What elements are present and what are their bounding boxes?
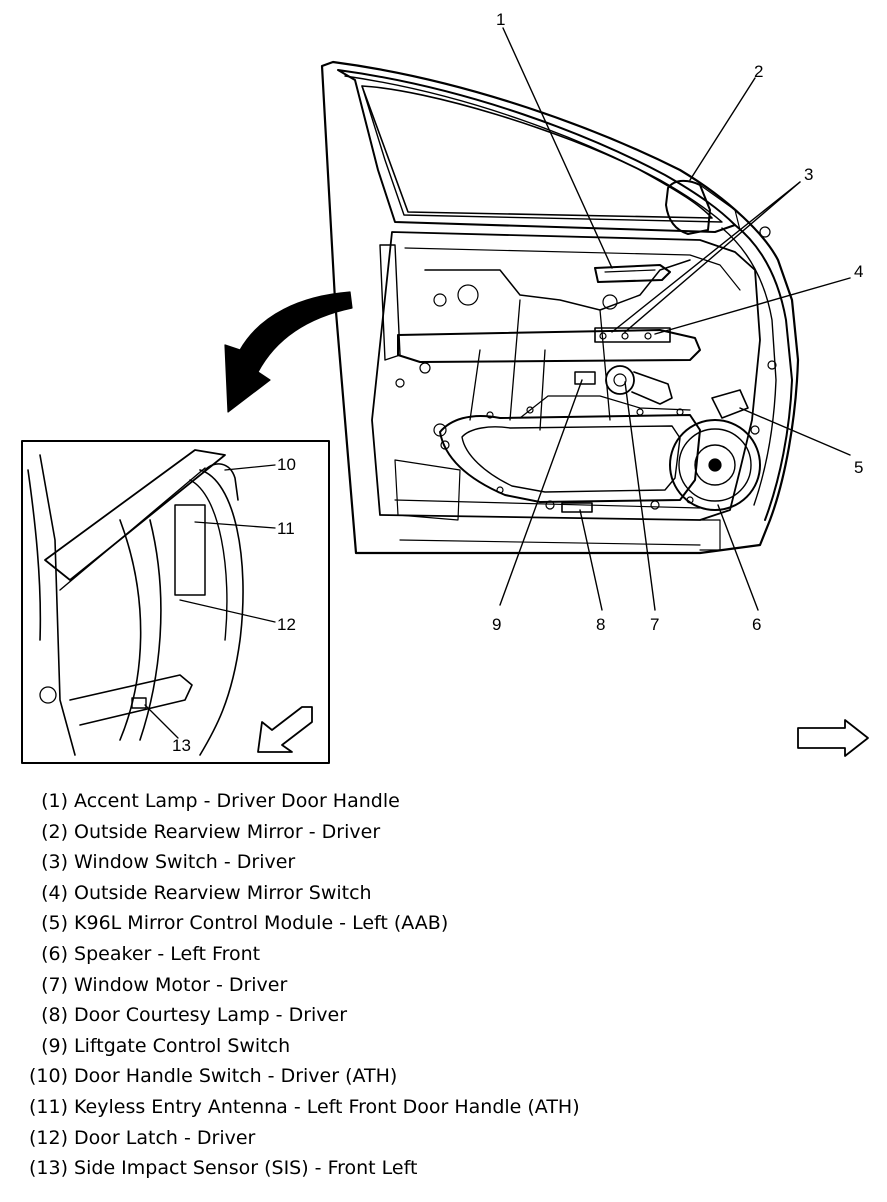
callout-12: 12	[277, 615, 296, 634]
door-outer-frame	[320, 60, 800, 555]
window-opening	[361, 85, 713, 219]
callout-7: 7	[650, 615, 659, 634]
lower-pocket	[439, 414, 701, 503]
curved-arrow-icon	[224, 291, 353, 413]
legend-item: (1) Accent Lamp - Driver Door Handle	[41, 790, 400, 812]
callout-5: 5	[854, 458, 863, 477]
window-motor	[605, 365, 673, 405]
door-component-diagram: 1 2 3 4 5 6 7 8 9 10 11 12 13	[21, 10, 869, 764]
inner-panel	[371, 231, 761, 521]
window-frame-inner	[337, 69, 736, 233]
callout-2: 2	[754, 62, 763, 81]
courtesy-lamp	[561, 502, 593, 513]
legend-item: (6) Speaker - Left Front	[41, 942, 261, 965]
inset-direction-arrow-icon	[257, 706, 313, 753]
legend-item: (2) Outside Rearview Mirror - Driver	[41, 820, 381, 843]
legend-item: (7) Window Motor - Driver	[41, 973, 288, 996]
callout-9: 9	[492, 615, 501, 634]
legend-item: (10) Door Handle Switch - Driver (ATH)	[28, 1065, 398, 1088]
callout-1: 1	[496, 10, 505, 29]
leader-lines	[499, 27, 851, 611]
callout-3: 3	[804, 165, 813, 184]
legend-item: (5) K96L Mirror Control Module - Left (A…	[41, 912, 449, 935]
inset-detail	[21, 440, 330, 764]
legend-item: (8) Door Courtesy Lamp - Driver	[41, 1004, 348, 1027]
armrest-bar	[397, 329, 701, 363]
mirror-control-module	[711, 389, 749, 419]
legend-item: (11) Keyless Entry Antenna - Left Front …	[28, 1095, 580, 1118]
window-frame-inner-2	[344, 75, 723, 223]
callout-13: 13	[172, 736, 191, 755]
legend-item: (3) Window Switch - Driver	[41, 851, 296, 874]
legend-item: (9) Liftgate Control Switch	[41, 1034, 291, 1057]
window-switch-module	[594, 327, 671, 343]
component-legend: (1) Accent Lamp - Driver Door Handle (2)…	[18, 786, 580, 1184]
outside-mirror	[665, 179, 711, 235]
callout-labels: 1 2 3 4 5 6 7 8 9 10 11 12 13	[172, 10, 863, 755]
callout-8: 8	[596, 615, 605, 634]
speaker	[669, 419, 761, 511]
legend-item: (12) Door Latch - Driver	[28, 1126, 256, 1149]
callout-10: 10	[277, 455, 296, 474]
legend-item: (13) Side Impact Sensor (SIS) - Front Le…	[28, 1157, 418, 1180]
legend-item: (4) Outside Rearview Mirror Switch	[41, 881, 372, 904]
forward-arrow-icon	[797, 719, 869, 757]
callout-4: 4	[854, 262, 863, 281]
door-illustration	[320, 60, 800, 555]
callout-6: 6	[752, 615, 761, 634]
liftgate-switch	[574, 371, 596, 385]
callout-11: 11	[277, 519, 295, 538]
door-handle	[594, 264, 671, 283]
